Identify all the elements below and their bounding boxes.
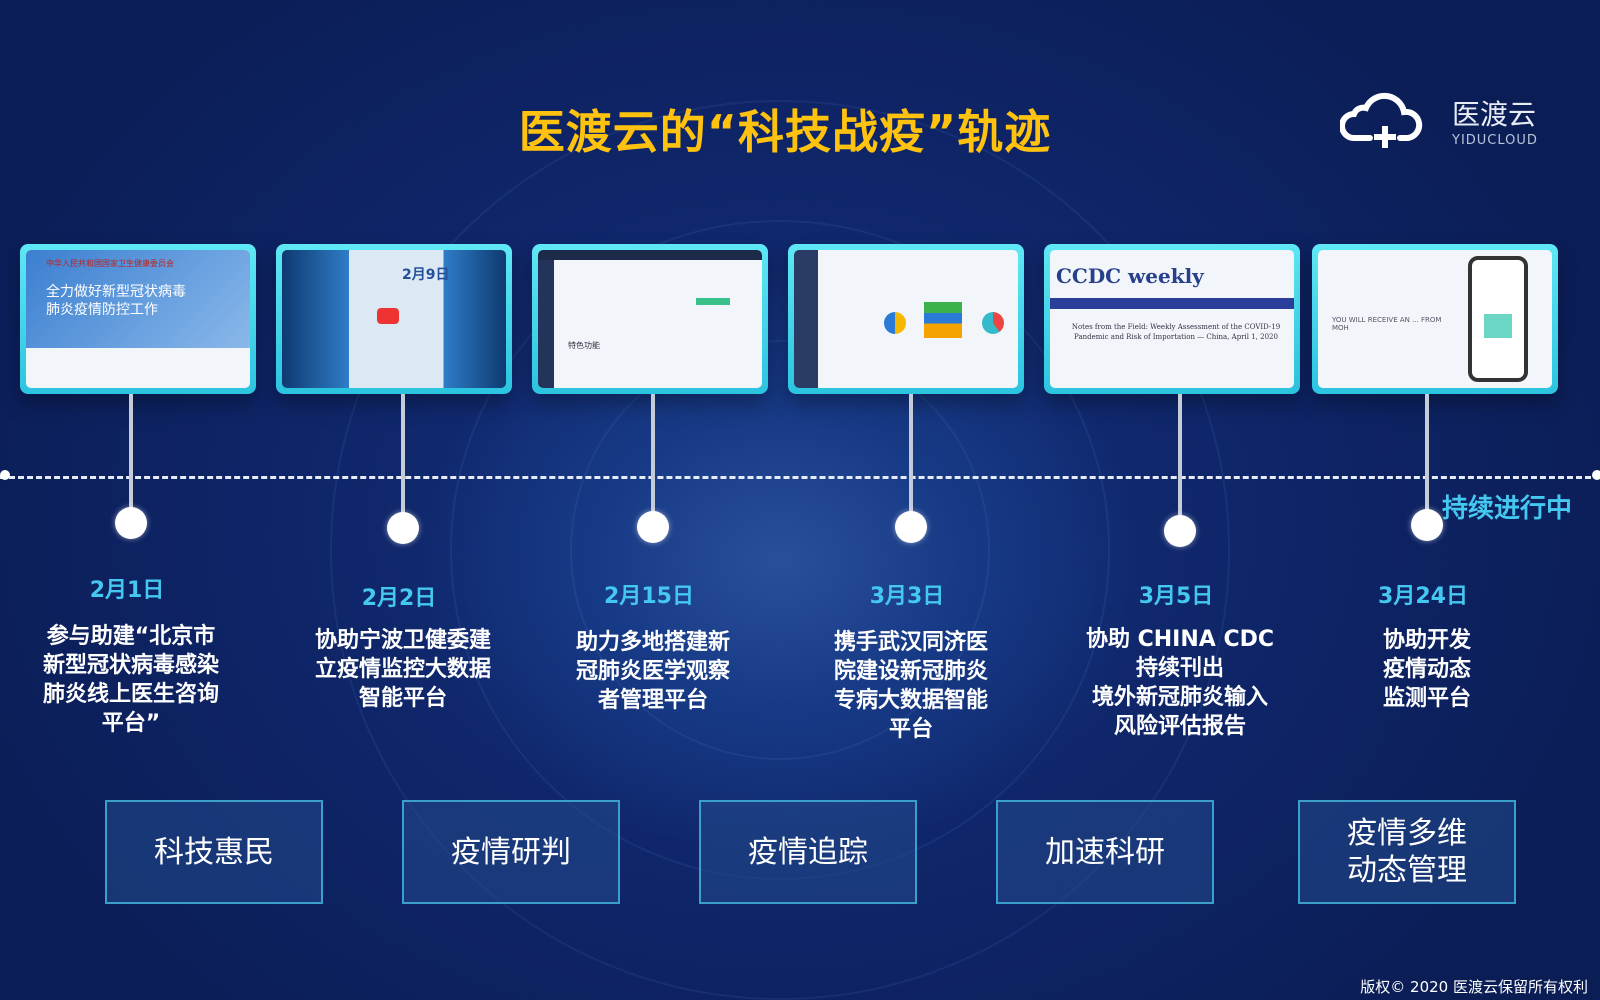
timeline-start-dot	[0, 470, 10, 480]
milestone-description: 协助 CHINA CDC 持续刊出境外新冠肺炎输入风险评估报告	[1050, 625, 1310, 741]
description-line: 专病大数据智能	[833, 688, 988, 713]
category-box: 科技惠民	[105, 800, 323, 904]
milestone-description: 参与助建“北京市新型冠状病毒感染肺炎线上医生咨询平台”	[1, 622, 261, 738]
thumb-header: 中华人民共和国国家卫生健康委员会	[46, 259, 174, 268]
thumb-text: CCDC weekly	[1056, 264, 1204, 288]
thumb-text: 2月9日	[402, 267, 450, 283]
category-label: 疫情追踪	[748, 834, 868, 870]
timeline-node	[115, 507, 147, 539]
logo-en: YIDUCLOUD	[1452, 132, 1538, 148]
timeline-node	[637, 511, 669, 543]
copyright: 版权© 2020 医渡云保留所有权利	[1360, 978, 1588, 996]
screenshot-thumbnail: YOU WILL RECEIVE AN ... FROM MOH	[1312, 244, 1558, 394]
timeline-stem	[401, 394, 405, 516]
category-label: 疫情多维	[1347, 816, 1467, 851]
milestone-date: 3月24日	[1378, 584, 1468, 609]
description-line: 协助 CHINA CDC	[1085, 627, 1275, 652]
logo-cn: 医渡云	[1452, 97, 1537, 131]
description-line: 肺炎线上医生咨询	[42, 682, 219, 707]
timeline-stem	[651, 394, 655, 515]
description-line: 者管理平台	[597, 688, 708, 713]
milestone-description: 携手武汉同济医院建设新冠肺炎专病大数据智能平台	[781, 628, 1041, 744]
thumb-text: YOU WILL RECEIVE AN ... FROM MOH	[1332, 316, 1442, 332]
description-line: 疫情动态	[1382, 657, 1471, 682]
timeline-stem	[909, 394, 913, 515]
description-line: 智能平台	[358, 686, 447, 711]
category-label: 疫情研判	[451, 834, 571, 870]
timeline-end-dot	[1592, 470, 1600, 480]
thumb-text: 特色功能	[568, 341, 600, 350]
thumb-text: 全力做好新型冠状病毒肺炎疫情防控工作	[46, 284, 186, 318]
category-box: 疫情多维动态管理	[1298, 800, 1516, 904]
page-title: 医渡云的“科技战疫”轨迹	[518, 105, 1052, 159]
bg-ring	[570, 340, 990, 760]
screenshot-thumbnail: CCDC weekly Notes from the Field: Weekly…	[1044, 244, 1300, 394]
description-line: 风险评估报告	[1113, 714, 1246, 739]
description-line: 协助开发	[1382, 628, 1471, 653]
description-line: 协助宁波卫健委建	[314, 628, 491, 653]
category-label: 动态管理	[1347, 853, 1467, 888]
timeline-node	[387, 512, 419, 544]
timeline-stem	[1178, 394, 1182, 519]
milestone-date: 2月15日	[604, 584, 694, 609]
timeline-line	[0, 476, 1600, 479]
description-line: 冠肺炎医学观察	[575, 659, 730, 684]
milestone-date: 3月3日	[869, 584, 945, 609]
timeline-node	[1411, 509, 1443, 541]
screenshot-thumbnail: 中华人民共和国国家卫生健康委员会 全力做好新型冠状病毒肺炎疫情防控工作	[20, 244, 256, 394]
category-label: 加速科研	[1045, 834, 1165, 870]
timeline-stem	[129, 394, 133, 511]
ongoing-label: 持续进行中	[1442, 494, 1573, 524]
description-line: 平台”	[101, 711, 161, 736]
description-line: 持续刊出	[1135, 656, 1224, 681]
milestone-description: 协助宁波卫健委建立疫情监控大数据智能平台	[273, 626, 533, 713]
milestone-description: 协助开发疫情动态监测平台	[1297, 626, 1557, 713]
milestone-date: 2月2日	[361, 586, 437, 611]
category-box: 加速科研	[996, 800, 1214, 904]
screenshot-thumbnail	[788, 244, 1024, 394]
category-box: 疫情研判	[402, 800, 620, 904]
timeline-node	[895, 511, 927, 543]
description-line: 境外新冠肺炎输入	[1091, 685, 1268, 710]
screenshot-thumbnail: 特色功能	[532, 244, 768, 394]
milestone-date: 3月5日	[1138, 584, 1214, 609]
milestone-date: 2月1日	[89, 578, 165, 603]
timeline-stem	[1425, 394, 1429, 513]
description-line: 立疫情监控大数据	[314, 657, 491, 682]
milestone-description: 助力多地搭建新冠肺炎医学观察者管理平台	[523, 628, 783, 715]
category-label: 科技惠民	[154, 834, 274, 870]
bg-ring	[330, 100, 1230, 1000]
category-box: 疫情追踪	[699, 800, 917, 904]
screenshot-thumbnail: 2月9日	[276, 244, 512, 394]
thumb-article: Notes from the Field: Weekly Assessment …	[1071, 323, 1281, 341]
description-line: 参与助建“北京市	[46, 624, 216, 649]
description-line: 平台	[888, 717, 933, 742]
description-line: 新型冠状病毒感染	[42, 653, 219, 678]
description-line: 监测平台	[1382, 686, 1471, 711]
description-line: 助力多地搭建新	[575, 630, 730, 655]
cloud-plus-icon	[1340, 92, 1423, 148]
description-line: 携手武汉同济医	[833, 630, 988, 655]
description-line: 院建设新冠肺炎	[833, 659, 988, 684]
timeline-node	[1164, 515, 1196, 547]
